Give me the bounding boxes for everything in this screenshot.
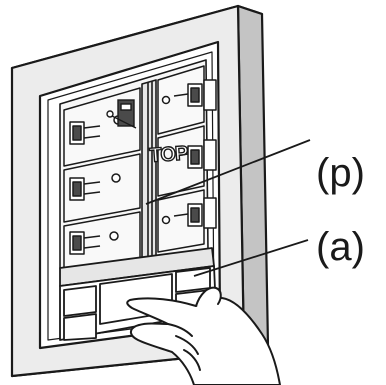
right-module-column [157, 65, 217, 253]
leader-line-a [193, 239, 309, 277]
pointing-hand-icon [126, 286, 281, 385]
leader-line-p [145, 139, 311, 205]
left-module-column [63, 87, 141, 271]
callout-label-a: (a) [316, 225, 365, 269]
callout-label-p: (p) [316, 151, 365, 195]
terminal-clip-icon [106, 99, 137, 129]
top-marking-text: TOP [149, 142, 189, 167]
